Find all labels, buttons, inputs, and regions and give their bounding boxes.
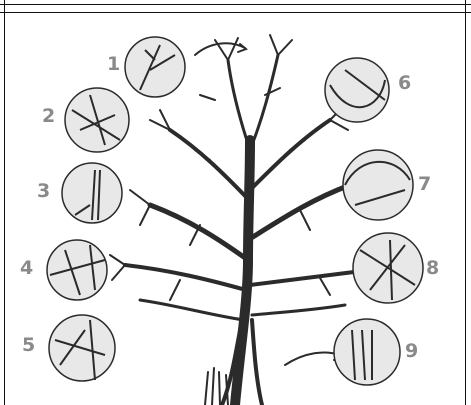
label-2: 2 (42, 107, 55, 126)
detail-circle-9 (334, 319, 400, 385)
label-1: 1 (107, 55, 120, 74)
pruning-detail-circles (47, 37, 423, 385)
label-9: 9 (405, 342, 418, 361)
label-5: 5 (22, 336, 35, 355)
label-7: 7 (418, 175, 431, 194)
detail-circle-7 (343, 150, 413, 220)
label-6: 6 (398, 74, 411, 93)
label-4: 4 (20, 259, 33, 278)
label-8: 8 (426, 259, 439, 278)
detail-circle-6 (325, 58, 389, 122)
detail-circle-4 (47, 240, 107, 300)
label-3: 3 (37, 182, 50, 201)
